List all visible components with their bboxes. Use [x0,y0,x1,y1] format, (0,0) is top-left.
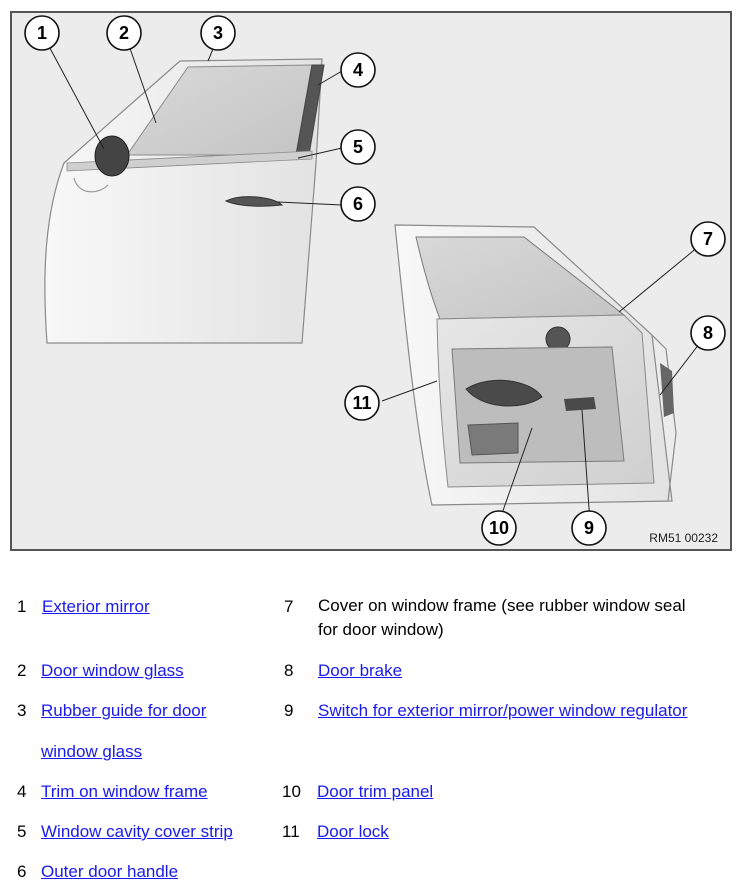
callout-3-label: 3 [213,23,223,43]
door-diagram-figure: 1 2 3 4 5 6 7 8 9 10 11 RM51 00232 [10,11,732,551]
callout-10 [481,510,517,546]
legend-text-window-frame-cover-line2: for door window) [318,620,444,639]
legend-number: 9 [284,701,294,720]
legend-number: 4 [17,782,27,801]
legend-number: 2 [17,661,27,680]
legend-link-door-window-glass[interactable]: Door window glass [41,661,184,680]
legend-link-exterior-mirror[interactable]: Exterior mirror [42,597,150,616]
legend-link-door-lock[interactable]: Door lock [317,822,389,841]
legend-number: 11 [282,822,300,841]
outer-door [44,58,325,344]
callout-2 [106,15,142,51]
callout-6-label: 6 [353,194,363,214]
callout-3 [200,15,236,51]
callout-2-label: 2 [119,23,129,43]
door-illustration: 1 2 3 4 5 6 7 8 9 10 11 [24,15,726,546]
legend-text-window-frame-cover: Cover on window frame (see rubber window… [318,596,686,615]
legend-number: 7 [284,597,294,616]
legend-number: 1 [17,597,27,616]
legend-link-door-trim-panel[interactable]: Door trim panel [317,782,434,801]
callout-11 [344,385,380,421]
legend-number: 3 [17,701,27,720]
callout-6 [340,186,376,222]
legend-link-rubber-guide-line2[interactable]: window glass [41,742,143,761]
callout-1-label: 1 [37,23,47,43]
exterior-mirror [94,135,130,177]
callout-9-label: 9 [584,518,594,538]
outer-door-handle [224,196,284,207]
legend-link-door-brake[interactable]: Door brake [318,661,403,680]
callout-10-label: 10 [489,518,509,538]
callout-9 [571,510,607,546]
callout-5 [340,129,376,165]
cavity-cover-strip [66,150,313,172]
callout-circles: 1 2 3 4 5 6 7 8 9 10 11 [24,15,726,546]
callout-5-label: 5 [353,137,363,157]
callout-8-label: 8 [703,323,713,343]
figure-reference-code: RM51 00232 [649,531,718,545]
legend-number: 5 [17,822,27,841]
callout-1 [24,15,60,51]
legend-number: 6 [17,862,27,881]
callout-7-label: 7 [703,229,713,249]
legend-number: 8 [284,661,294,680]
callout-11-label: 11 [352,393,371,413]
legend-link-window-frame-trim[interactable]: Trim on window frame [41,782,208,801]
callout-8 [690,315,726,351]
legend-number: 10 [282,782,301,801]
callout-4-label: 4 [353,60,363,80]
legend-link-mirror-window-switch[interactable]: Switch for exterior mirror/power window … [318,701,688,720]
inner-door [394,224,677,506]
legend-link-outer-door-handle[interactable]: Outer door handle [41,862,179,881]
callout-7 [690,221,726,257]
legend-link-rubber-guide[interactable]: Rubber guide for door [41,701,207,720]
callout-4 [340,52,376,88]
legend-link-cavity-cover-strip[interactable]: Window cavity cover strip [41,822,233,841]
